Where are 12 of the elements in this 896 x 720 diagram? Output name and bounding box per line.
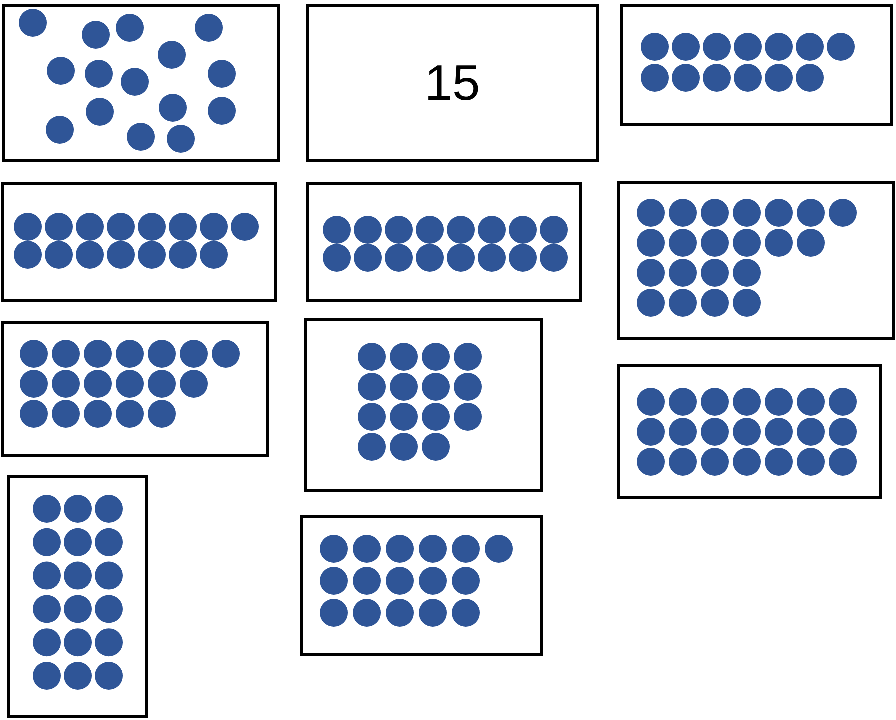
card <box>1 321 269 457</box>
card <box>617 364 882 499</box>
card <box>1 182 277 302</box>
card <box>2 4 280 162</box>
card <box>7 475 148 718</box>
number: 15 <box>424 54 480 112</box>
card <box>620 4 893 126</box>
card <box>304 318 543 492</box>
card <box>617 181 895 340</box>
card <box>300 515 543 656</box>
card <box>306 182 582 302</box>
card <box>306 4 599 162</box>
